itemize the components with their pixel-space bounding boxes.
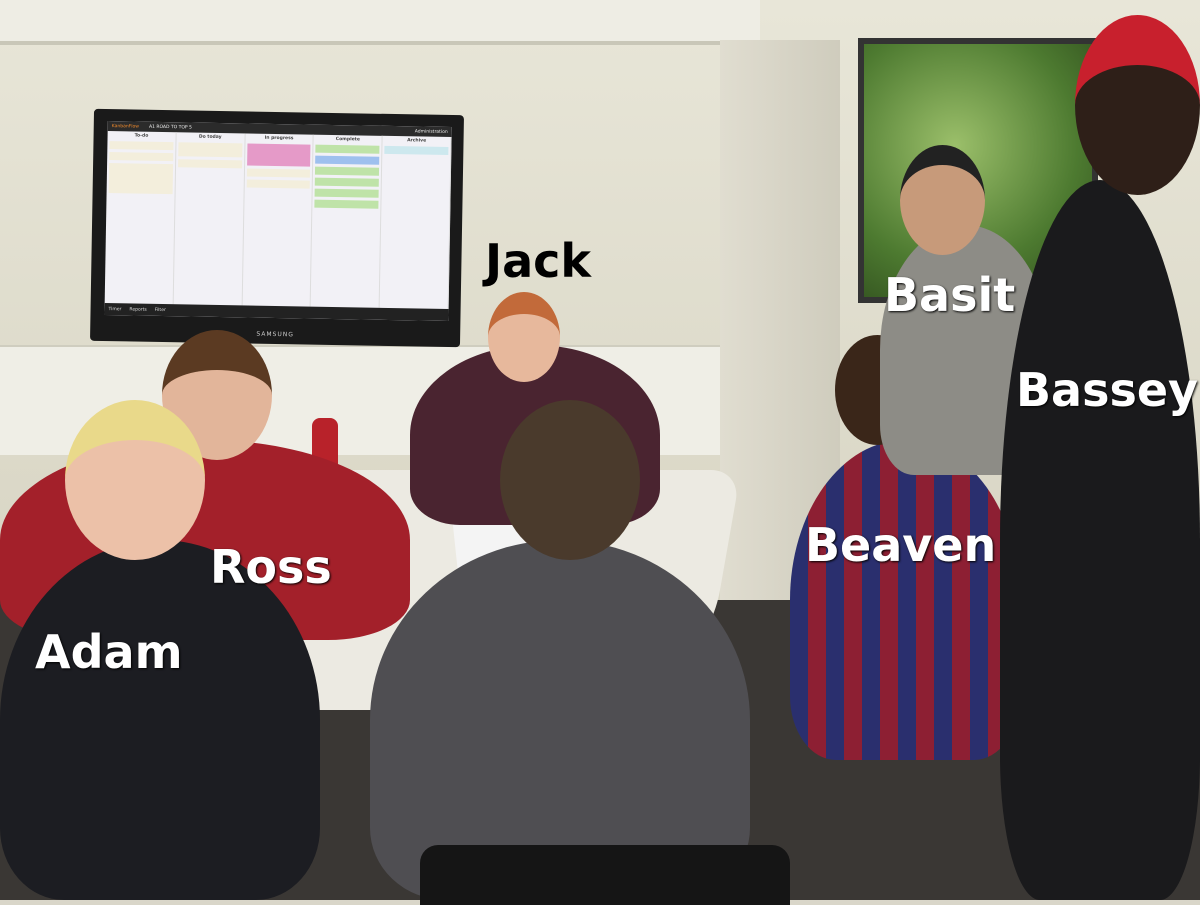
label-adam: Adam [35, 625, 183, 679]
head-back [500, 400, 640, 560]
head-adam [65, 400, 205, 560]
person-adam [0, 540, 320, 900]
head-bassey [1075, 15, 1200, 195]
kanban-column: In progress [242, 133, 315, 307]
column-title: To-do [134, 133, 149, 139]
kanban-column: Do today [173, 132, 246, 306]
filter-button: Filter [154, 307, 166, 313]
kanban-column: Complete [311, 134, 383, 308]
head-jack [488, 292, 560, 382]
television: KanbanFlow A1 ROAD TO TOP 5 Administrati… [90, 108, 464, 348]
reports-button: Reports [129, 306, 147, 313]
label-ross: Ross [210, 540, 332, 594]
board-name: A1 ROAD TO TOP 5 [148, 124, 192, 130]
timer-button: Timer [108, 306, 122, 312]
kanban-column: To-do [104, 131, 177, 305]
label-jack: Jack [485, 234, 592, 288]
chair [420, 845, 790, 905]
column-title: In progress [264, 135, 294, 142]
kanban-column: Archive [379, 135, 452, 310]
column-title: Archive [407, 138, 427, 144]
label-basit: Basit [884, 268, 1016, 322]
column-title: Do today [198, 134, 222, 141]
admin-link: Administration [414, 128, 448, 135]
person-back-hoodie [370, 540, 750, 900]
tv-brand: SAMSUNG [256, 330, 294, 339]
ceiling [0, 0, 760, 45]
person-bassey [1000, 180, 1200, 900]
person-beaven [790, 440, 1020, 760]
kanban-screen: KanbanFlow A1 ROAD TO TOP 5 Administrati… [104, 121, 452, 322]
head-basit [900, 145, 985, 255]
column-title: Complete [335, 137, 360, 143]
label-beaven: Beaven [805, 518, 997, 572]
label-bassey: Bassey [1016, 363, 1199, 417]
kanban-columns: To-do Do today In progress Complete Arch… [104, 131, 452, 310]
kanban-logo: KanbanFlow [111, 123, 140, 130]
